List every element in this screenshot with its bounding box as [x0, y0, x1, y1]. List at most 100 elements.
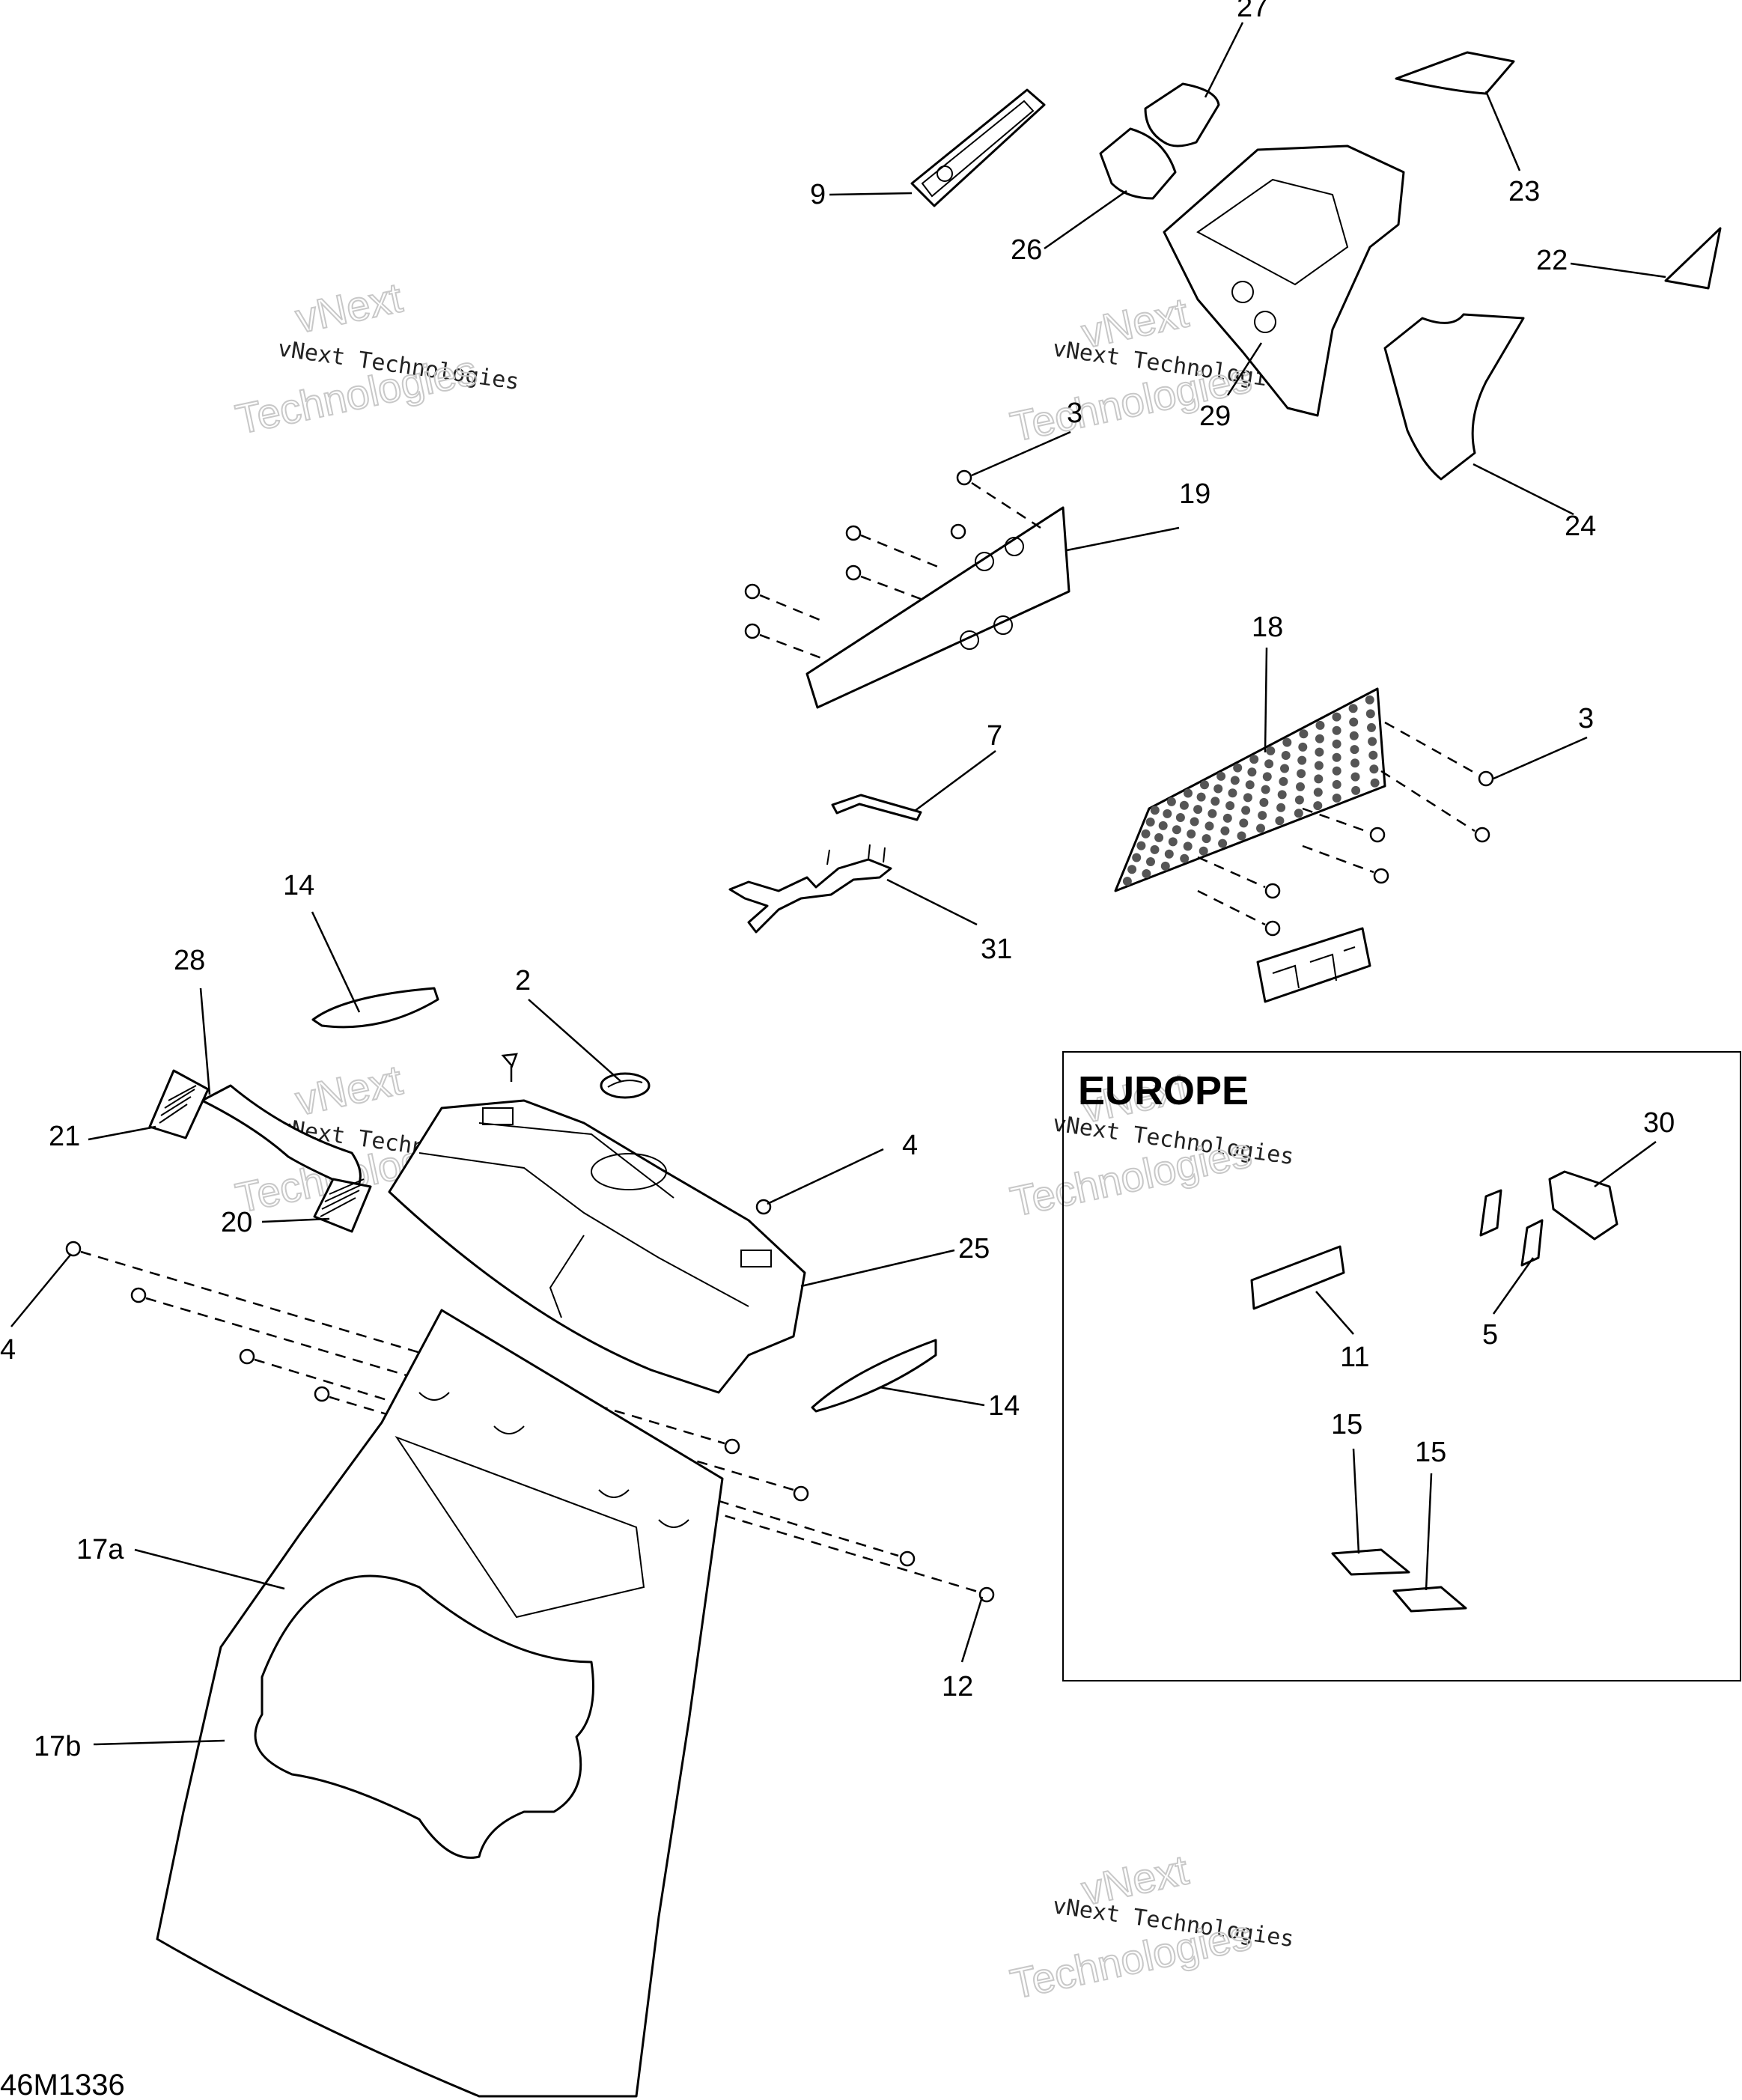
stud — [1179, 800, 1189, 810]
stud — [1160, 861, 1170, 871]
callout-17a: 17a — [76, 1534, 124, 1565]
dashline-18-b — [1380, 770, 1475, 833]
stud — [1349, 717, 1359, 727]
stud — [1207, 809, 1217, 818]
bracket-31 — [728, 844, 892, 934]
stud — [1332, 794, 1341, 803]
stud — [1258, 811, 1267, 821]
callout-2: 2 — [515, 965, 531, 996]
stud — [1266, 746, 1276, 755]
callout-12: 12 — [942, 1671, 973, 1702]
stud — [1247, 767, 1257, 777]
callout-labels: 27 9 23 26 22 29 3 24 19 18 3 7 31 14 28… — [0, 0, 1675, 1762]
cap-2 — [600, 1072, 651, 1099]
stud — [1332, 766, 1341, 776]
callout-30: 30 — [1643, 1107, 1675, 1139]
stud — [1294, 795, 1304, 805]
stud — [1315, 734, 1324, 743]
stud — [1122, 877, 1132, 886]
callout-24: 24 — [1565, 511, 1596, 542]
dashline-18-a — [1384, 721, 1479, 776]
stud — [1199, 846, 1208, 856]
callout-7: 7 — [987, 720, 1002, 752]
callout-28: 28 — [174, 945, 205, 976]
callout-18: 18 — [1252, 612, 1283, 643]
stud — [1350, 745, 1359, 755]
stud — [1314, 761, 1324, 770]
europe-title: EUROPE — [1078, 1068, 1249, 1113]
callout-3-upper: 3 — [1067, 398, 1082, 429]
callout-14-upper: 14 — [283, 870, 314, 901]
callout-11: 11 — [1340, 1342, 1369, 1373]
stud — [1184, 788, 1193, 798]
trim-14-upper — [311, 987, 439, 1029]
stud — [1296, 782, 1305, 791]
stud — [1367, 722, 1376, 732]
stud — [1315, 720, 1325, 730]
callout-15-right: 15 — [1415, 1437, 1446, 1468]
callout-3-right: 3 — [1578, 703, 1594, 734]
stud — [1299, 729, 1309, 739]
stud — [1281, 751, 1291, 760]
stud — [1200, 780, 1209, 790]
plate-11 — [1250, 1245, 1345, 1310]
stud — [1315, 747, 1324, 757]
stud — [1142, 869, 1151, 878]
stud — [1259, 797, 1269, 807]
dashline-19-b — [860, 534, 944, 570]
stud — [1146, 857, 1155, 866]
stud — [1351, 785, 1361, 795]
callout-22: 22 — [1536, 245, 1568, 276]
stud — [1262, 772, 1272, 782]
leader-lines — [10, 22, 1666, 1746]
stud — [1193, 805, 1203, 815]
stud — [1368, 750, 1378, 760]
stud — [1220, 826, 1230, 836]
deflector-29 — [1163, 144, 1405, 417]
stud — [1349, 731, 1359, 740]
stud — [1163, 809, 1172, 818]
stud — [1228, 788, 1237, 798]
pad-23 — [1395, 51, 1515, 95]
label-panel — [1256, 927, 1371, 1003]
stud — [1164, 849, 1174, 859]
dashline-18-f — [1197, 889, 1266, 926]
callout-20: 20 — [221, 1207, 252, 1238]
bracket-7 — [831, 794, 922, 821]
stud — [1245, 780, 1255, 790]
stud — [1213, 784, 1223, 794]
stud — [1368, 737, 1377, 746]
dashline-19-a — [971, 481, 1041, 529]
stud — [1276, 803, 1286, 812]
clip-5 — [1479, 1189, 1544, 1267]
pad-27 — [1144, 82, 1220, 147]
stud — [1158, 821, 1168, 830]
callout-15-left: 15 — [1331, 1409, 1362, 1440]
stud — [1168, 837, 1178, 847]
stud — [1370, 778, 1380, 788]
callout-4-right: 4 — [902, 1130, 918, 1161]
stud — [1239, 818, 1249, 828]
stud — [1132, 853, 1142, 862]
watermark-vnext: vNext — [291, 273, 406, 341]
stud — [1145, 818, 1155, 827]
stud — [1205, 821, 1214, 831]
stud — [1233, 763, 1243, 773]
callout-4-left: 4 — [0, 1334, 16, 1366]
stud — [1261, 785, 1270, 794]
dashline-17-a — [80, 1250, 725, 1445]
stud — [1280, 764, 1289, 773]
callout-14-lower: 14 — [988, 1390, 1020, 1422]
stud — [1216, 771, 1226, 781]
stud — [1172, 825, 1181, 835]
stud — [1243, 793, 1252, 803]
fasteners-18 — [1264, 770, 1494, 937]
stud — [1313, 801, 1323, 811]
stud — [1369, 764, 1379, 774]
stud — [1297, 755, 1307, 765]
trim-14-lower — [811, 1339, 937, 1413]
dashline-19-c — [860, 575, 922, 600]
stud-grid — [1122, 695, 1380, 886]
stud — [1222, 813, 1232, 823]
stud — [1237, 831, 1246, 841]
